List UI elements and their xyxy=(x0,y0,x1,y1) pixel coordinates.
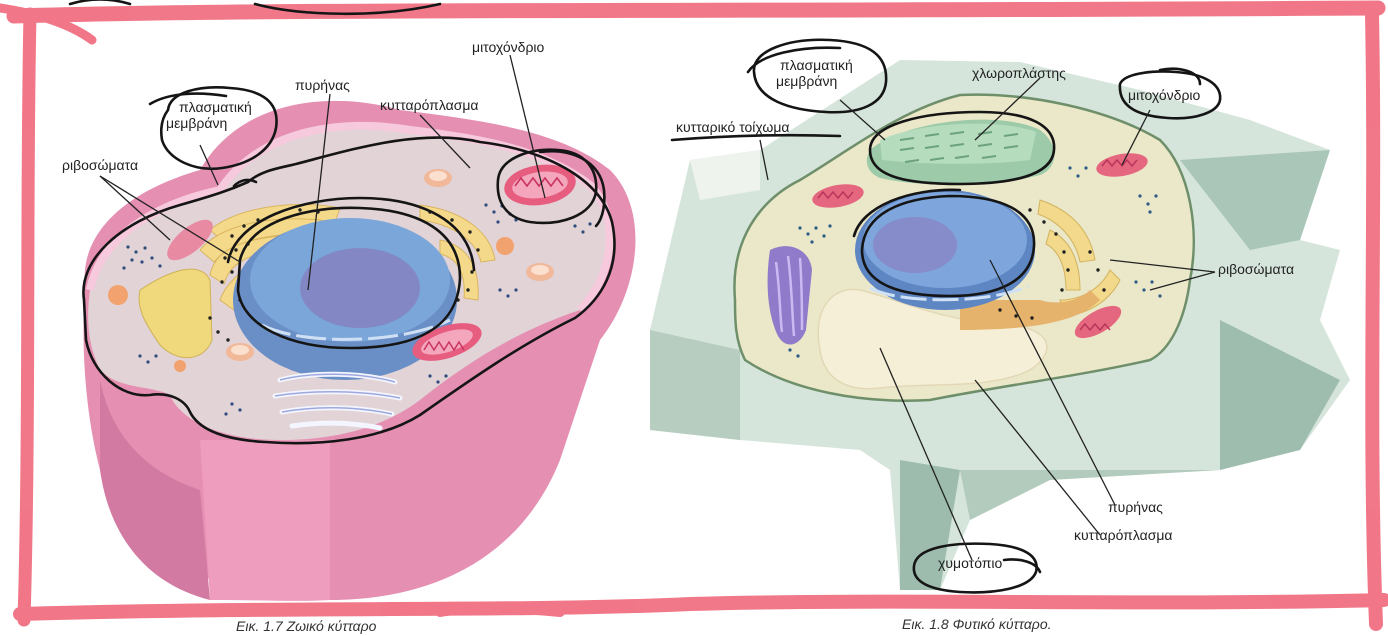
label-plant-cell-wall: κυτταρικό τοίχωμα xyxy=(676,120,789,135)
label-animal-plasma-membrane-line2: μεμβράνη xyxy=(166,116,227,131)
caption-animal-cell: Εικ. 1.7 Ζωικό κύτταρο xyxy=(236,618,376,634)
label-plant-nucleus: πυρήνας xyxy=(1108,500,1163,515)
label-plant-plasma-membrane-line1: πλασματική xyxy=(780,58,853,73)
animal-cell-illustration xyxy=(83,55,635,601)
label-plant-mitochondrion: μιτοχόνδριο xyxy=(1128,88,1200,103)
label-animal-plasma-membrane-line1: πλασματική xyxy=(179,100,252,115)
label-animal-cytoplasm: κυτταρόπλασμα xyxy=(380,98,479,113)
label-animal-mitochondrion: μιτοχόνδριο xyxy=(472,40,544,55)
caption-plant-cell: Εικ. 1.8 Φυτικό κύτταρο. xyxy=(902,616,1052,632)
label-plant-ribosomes: ριβοσώματα xyxy=(1218,262,1294,277)
label-plant-vacuole: χυμοτόπιο xyxy=(938,556,1002,571)
label-plant-plasma-membrane-line2: μεμβράνη xyxy=(776,74,837,89)
label-animal-nucleus: πυρήνας xyxy=(295,78,350,93)
label-plant-cytoplasm: κυτταρόπλασμα xyxy=(1074,528,1173,543)
label-plant-chloroplast: χλωροπλάστης xyxy=(972,66,1066,81)
label-animal-ribosomes: ριβοσώματα xyxy=(62,158,138,173)
